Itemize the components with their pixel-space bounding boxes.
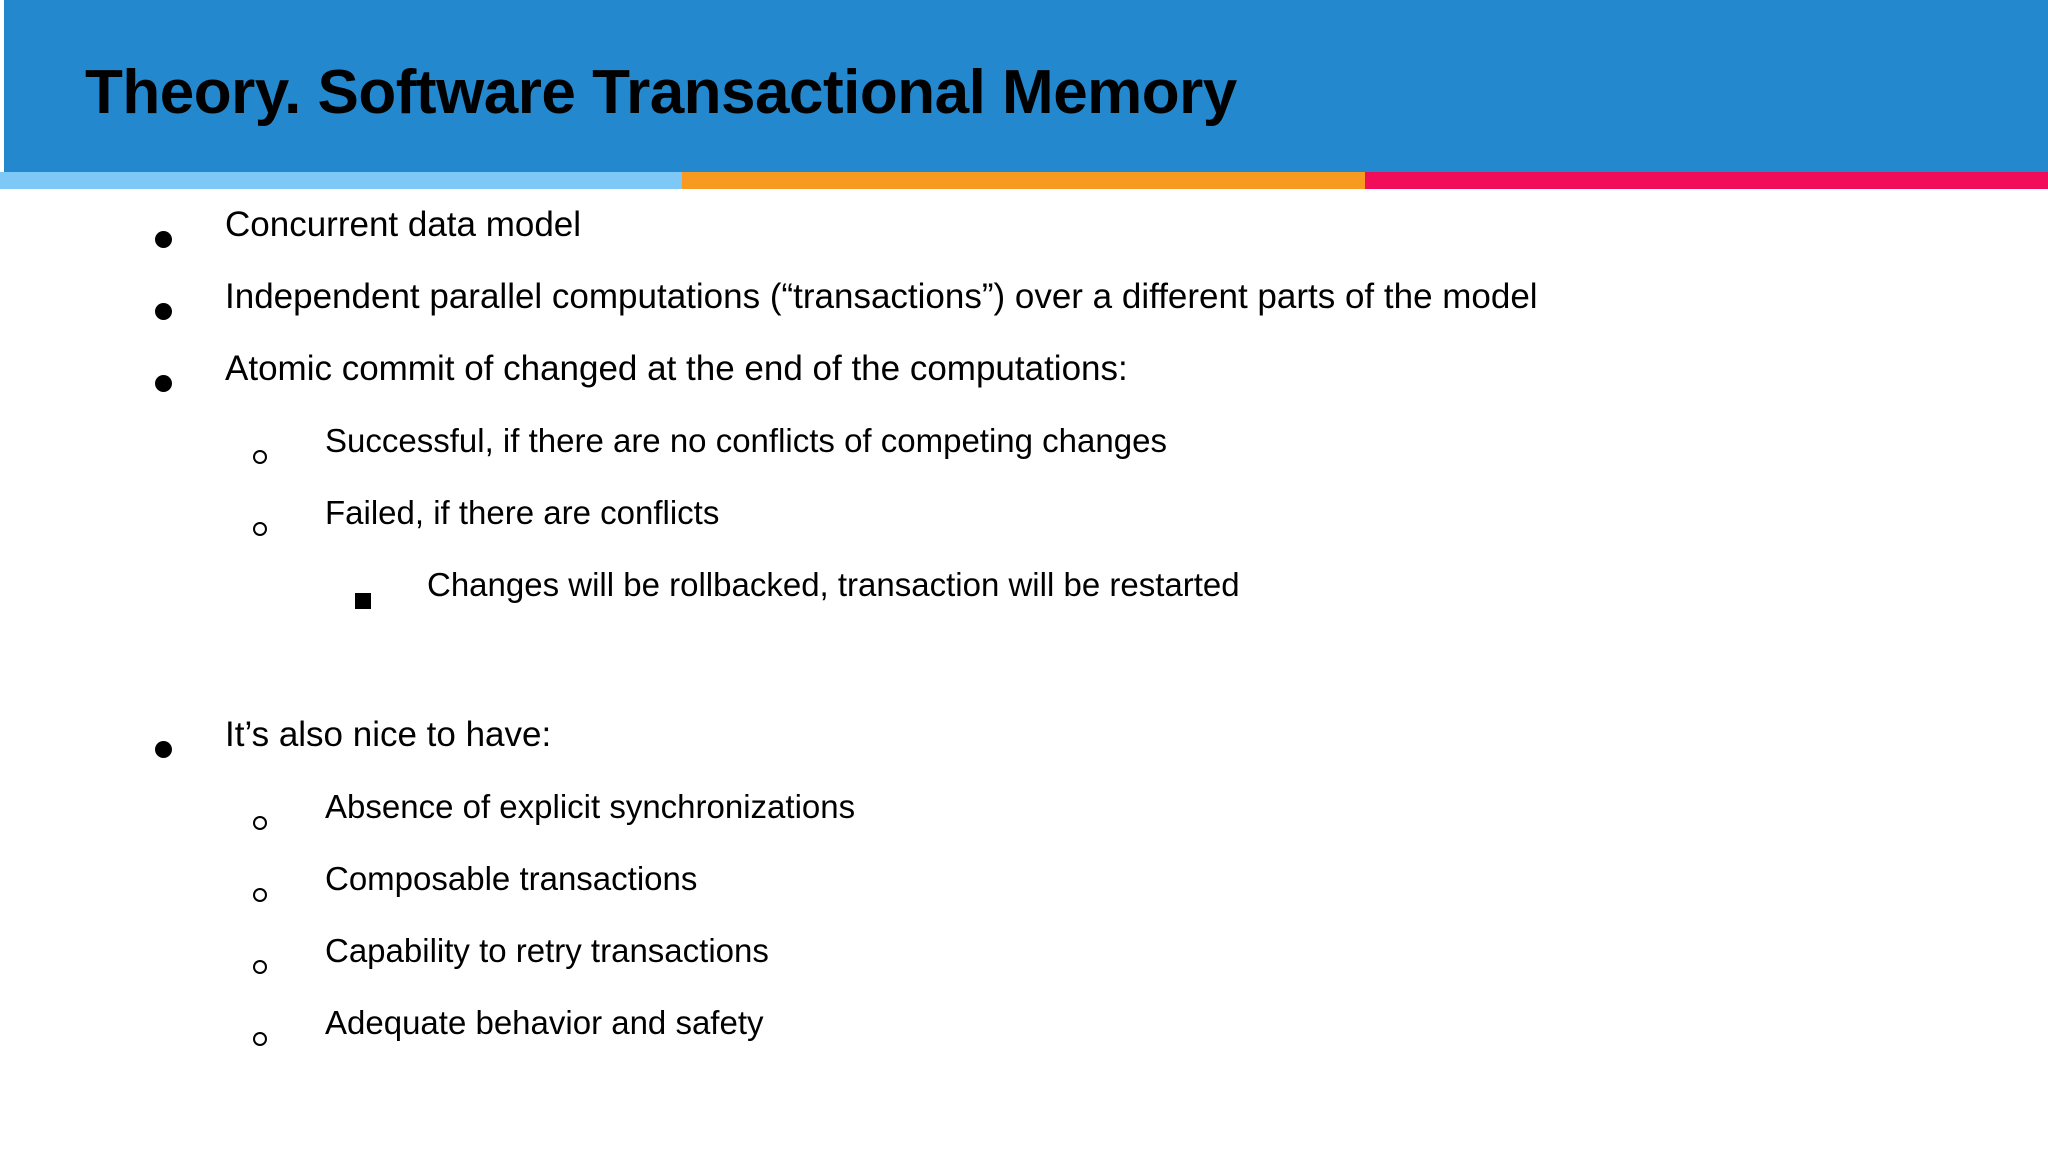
bullet-item: Concurrent data model [0,189,2048,261]
bullet-group-spacer [0,621,2048,699]
accent-bar-pink [1365,172,2048,189]
accent-bar-strip [0,172,2048,189]
filled-disc-icon [155,189,225,261]
bullet-label: Failed, if there are conflicts [325,494,720,531]
bullet-item: Composable transactions [0,843,2048,915]
bullet-label: Capability to retry transactions [325,932,769,969]
bullet-label: Successful, if there are no conflicts of… [325,422,1167,459]
bullet-label: Absence of explicit synchronizations [325,788,856,825]
bullet-label: Changes will be rollbacked, transaction … [427,566,1240,603]
hollow-circle-icon [253,987,325,1059]
bullet-item: Successful, if there are no conflicts of… [0,405,2048,477]
hollow-circle-icon [253,771,325,843]
bullet-item: It’s also nice to have: [0,699,2048,771]
bullet-label: Composable transactions [325,860,698,897]
bullet-item: Adequate behavior and safety [0,987,2048,1059]
bullet-item: Atomic commit of changed at the end of t… [0,333,2048,405]
bullet-label: Concurrent data model [225,205,582,244]
filled-disc-icon [155,333,225,405]
bullet-item: Failed, if there are conflicts [0,477,2048,549]
hollow-circle-icon [253,405,325,477]
bullet-label: Independent parallel computations (“tran… [225,277,1538,316]
bullet-label: Atomic commit of changed at the end of t… [225,349,1128,388]
filled-square-icon [355,549,427,621]
bullet-item: Independent parallel computations (“tran… [0,261,2048,333]
hollow-circle-icon [253,915,325,987]
bullet-item: Changes will be rollbacked, transaction … [0,549,2048,621]
bullet-item: Absence of explicit synchronizations [0,771,2048,843]
hollow-circle-icon [253,477,325,549]
bullet-item: Capability to retry transactions [0,915,2048,987]
slide-header-band [4,0,2048,172]
bullet-label: Adequate behavior and safety [325,1004,764,1041]
filled-disc-icon [155,699,225,771]
hollow-circle-icon [253,843,325,915]
accent-bar-light-blue [0,172,682,189]
slide-title: Theory. Software Transactional Memory [85,58,1237,127]
accent-bar-orange [682,172,1365,189]
slide-body: Concurrent data model Independent parall… [0,189,2048,1059]
bullet-label: It’s also nice to have: [225,715,552,754]
filled-disc-icon [155,261,225,333]
